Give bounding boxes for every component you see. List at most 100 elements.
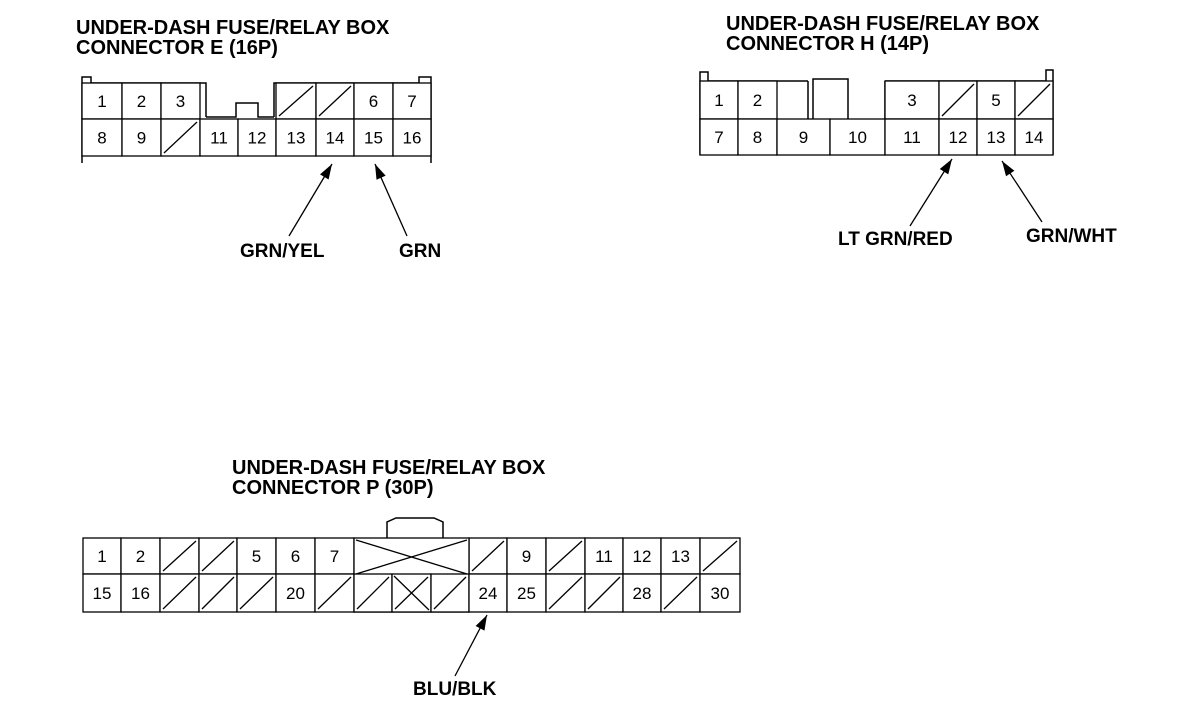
connector-title-line2-H: CONNECTOR H (14P) [726,33,929,55]
pin-label-P-top-0: 1 [97,547,106,566]
pin-label-H-top-1: 2 [753,91,762,110]
pin-cell-P-bottom-10 [468,573,508,613]
pin-label-H-top-0: 1 [714,91,723,110]
wire-label-grn: GRN [399,241,441,262]
pin-cell-E-top-2 [160,82,201,120]
pin-label-H-bottom-4: 11 [903,128,921,147]
blank-pin-P-top-8-slash [471,540,505,572]
pin-label-E-top-1: 2 [137,92,146,111]
pin-cell-E-bottom-5 [275,118,317,157]
connector-title-line1-P: UNDER-DASH FUSE/RELAY BOX [232,457,546,479]
blank-pin-E-top-3-slash [278,85,314,117]
pin-cell-H-bottom-3 [829,118,886,156]
pin-label-E-top-7: 7 [407,92,416,111]
connector-title-line1-H: UNDER-DASH FUSE/RELAY BOX [726,13,1040,35]
pin-label-E-bottom-6: 14 [326,129,345,148]
pin-label-P-bottom-11: 25 [517,584,536,603]
pin-cell-P-bottom-5 [275,573,316,613]
pin-label-P-top-1: 2 [136,547,145,566]
pin-label-H-bottom-2: 9 [799,128,808,147]
pin-label-E-bottom-5: 13 [287,129,306,148]
pin-cell-P-top-1 [120,537,161,575]
pin-cell-P-top-4 [236,537,277,575]
pin-label-E-bottom-3: 11 [210,129,228,148]
pin-cell-P-bottom-0 [82,573,122,613]
blank-pin-P-bottom-13-slash [587,576,621,610]
pin-label-P-bottom-1: 16 [131,584,150,603]
pin-cell-E-bottom-7 [353,118,394,157]
connector-p-latch [386,517,444,538]
blank-pin-E-top-4-slash [318,85,352,117]
blank-pin-P-top-14-slash [702,540,738,572]
connector-title-line1-E: UNDER-DASH FUSE/RELAY BOX [76,17,390,39]
pin-label-P-top-5: 6 [291,547,300,566]
pin-label-P-top-12: 12 [633,547,652,566]
blank-pin-P-bottom-6-slash [317,576,352,610]
pin-label-P-bottom-5: 20 [286,584,305,603]
blank-pin-P-bottom-2-slash [162,576,197,610]
connector-title-line2-P: CONNECTOR P (30P) [232,477,434,499]
pin-label-H-bottom-3: 10 [848,128,867,147]
arrow-e-grn-head [375,164,386,180]
wire-label-blu-blk: BLU/BLK [413,679,497,700]
pin-cell-P-bottom-1 [120,573,161,613]
pin-label-P-bottom-16: 30 [711,584,730,603]
arrow-h-lt-grn-red-head [939,159,952,175]
pin-cell-E-top-7 [392,82,432,120]
blank-pin-P-top-2-slash [162,540,197,572]
pin-label-E-top-6: 6 [369,92,378,111]
pin-label-E-bottom-4: 12 [248,129,267,148]
pin-label-E-top-0: 1 [97,92,106,111]
pin-label-P-top-13: 13 [671,547,690,566]
blank-pin-P-bottom-15-slash [663,576,698,610]
connector-e-latch [206,102,274,118]
blank-pin-H-top-6-slash [1017,83,1051,117]
pin-cell-P-top-12 [622,537,662,575]
connector-p-small-x-line [393,575,430,611]
pin-cell-H-bottom-4 [884,118,940,156]
pin-label-H-bottom-7: 14 [1025,128,1044,147]
pin-label-P-bottom-10: 24 [479,584,498,603]
pin-label-P-top-6: 7 [330,547,339,566]
pin-cell-P-top-6 [314,537,355,575]
pin-label-E-bottom-7: 15 [364,129,383,148]
blank-pin-P-bottom-7-slash [356,576,390,610]
blank-pin-P-bottom-9-slash [433,576,467,610]
pin-label-E-bottom-0: 8 [97,129,106,148]
pin-label-H-bottom-5: 12 [949,128,968,147]
connector-p-x-line-2 [355,539,468,575]
pin-cell-P-bottom-16 [699,573,741,613]
pin-label-H-bottom-0: 7 [714,128,723,147]
blank-pin-P-bottom-4-slash [239,576,274,610]
connector-h-latch [812,78,849,121]
pin-cell-E-bottom-3 [199,118,239,157]
blank-pin-P-bottom-3-slash [201,576,235,610]
pin-label-E-top-2: 3 [176,92,185,111]
pin-label-P-top-4: 5 [252,547,261,566]
pin-label-P-bottom-0: 15 [93,584,112,603]
pin-cell-H-top-1 [737,80,778,120]
pin-cell-H-bottom-7 [1014,118,1054,156]
blank-pin-P-top-3-slash [201,540,235,572]
blank-pin-P-top-10-slash [548,540,583,572]
pin-cell-H-bottom-2 [776,118,831,156]
blank-pin-E-bottom-2-slash [163,121,198,154]
blank-pin-P-bottom-12-slash [548,576,583,610]
pin-cell-H-bottom-0 [699,118,739,156]
arrow-h-grn-wht-head [1002,161,1015,177]
pin-label-H-bottom-1: 8 [753,128,762,147]
pin-cell-P-top-5 [275,537,316,575]
pin-cell-E-bottom-8 [392,118,432,157]
pin-label-E-bottom-1: 9 [137,129,146,148]
pin-label-P-bottom-14: 28 [633,584,652,603]
connector-title-line2-E: CONNECTOR E (16P) [76,37,278,59]
pin-label-H-top-5: 5 [991,91,1000,110]
pin-cell-H-top-0 [699,80,739,120]
wire-label-grn-wht: GRN/WHT [1026,226,1117,247]
pin-cell-H-top-3 [884,80,940,120]
pin-label-E-bottom-8: 16 [403,129,422,148]
pin-label-H-top-3: 3 [907,91,916,110]
pin-cell-E-top-6 [353,82,394,120]
pin-label-H-bottom-6: 13 [987,128,1006,147]
